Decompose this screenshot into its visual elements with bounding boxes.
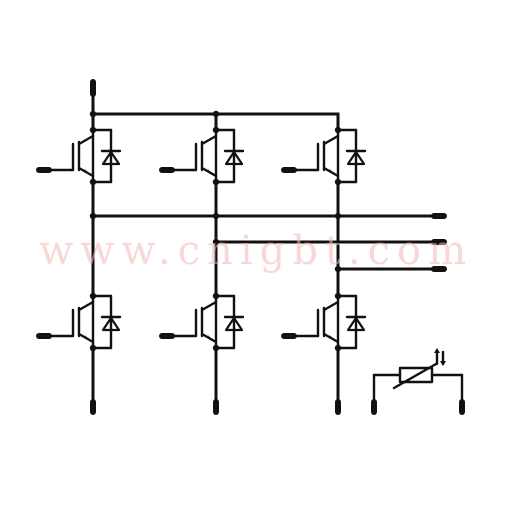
ntc-thermistor [372,348,464,404]
igbt-upper-phase-3 [294,125,367,187]
igbt-upper-phase-1 [49,125,122,187]
igbt-lower-phase-3 [294,291,367,353]
igbt-upper-phase-2 [172,125,245,187]
igbt-lower-phase-1 [49,291,122,353]
igbt-lower-phase-2 [172,291,245,353]
